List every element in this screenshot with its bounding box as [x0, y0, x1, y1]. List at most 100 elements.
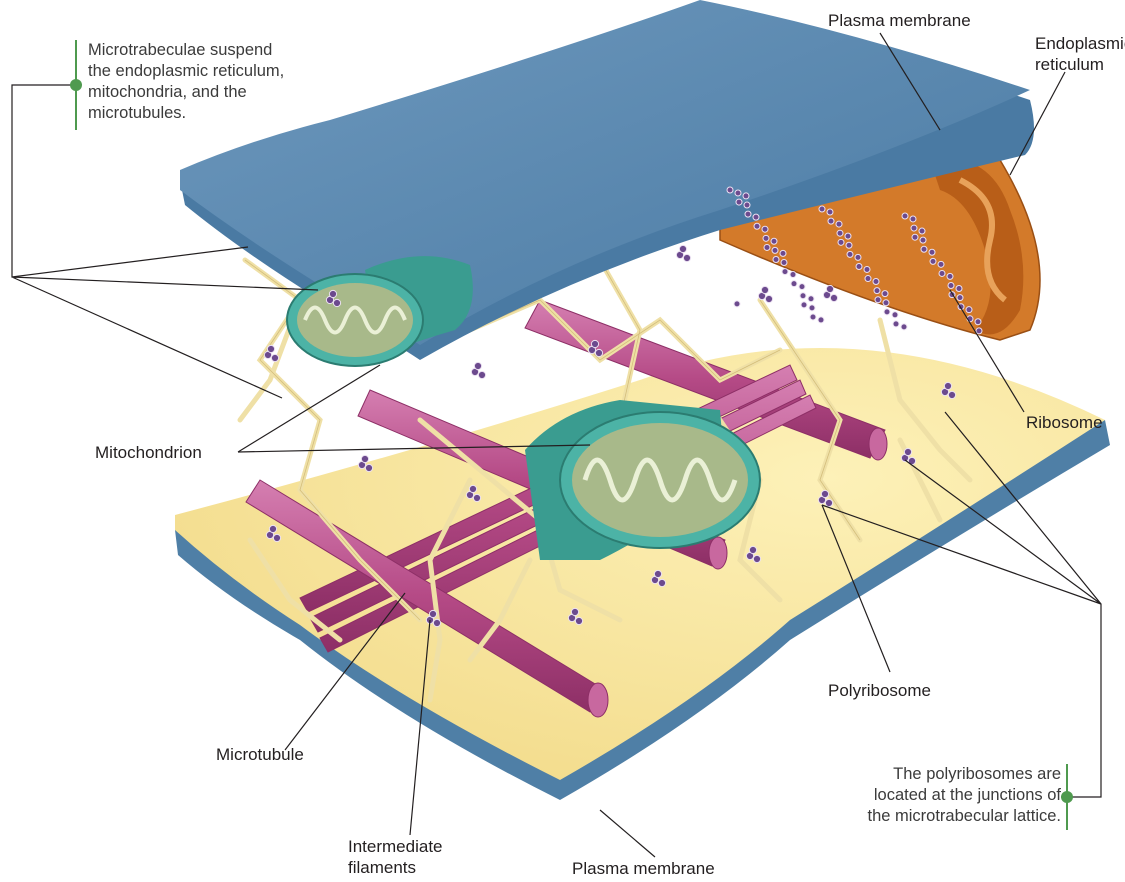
er-ribosome-dot — [800, 293, 806, 299]
er-ribosome-dot — [846, 242, 852, 248]
er-ribosome-dot — [837, 230, 843, 236]
er-ribosome-dot — [773, 257, 779, 263]
ribosome-dot — [830, 294, 837, 301]
er-ribosome-dot — [911, 225, 917, 231]
ribosome-dot — [429, 610, 436, 617]
er-ribosome-dot — [743, 193, 749, 199]
er-ribosome-dot — [874, 288, 880, 294]
er-ribosome-dot — [734, 301, 740, 307]
er-ribosome-dot — [875, 297, 881, 303]
ribosome-dot — [944, 382, 951, 389]
ribosome-dot — [473, 494, 480, 501]
er-ribosome-dot — [902, 213, 908, 219]
ribosome-dot — [825, 499, 832, 506]
er-ribosome-dot — [782, 269, 788, 275]
er-ribosome-dot — [864, 266, 870, 272]
ribosome-dot — [474, 362, 481, 369]
er-ribosome-dot — [929, 249, 935, 255]
label-line: filaments — [348, 857, 443, 878]
er-ribosome-dot — [966, 307, 972, 313]
er-ribosome-dot — [727, 187, 733, 193]
er-ribosome-dot — [976, 328, 982, 334]
label-plasma-membrane-top: Plasma membrane — [828, 10, 971, 31]
er-ribosome-dot — [884, 309, 890, 315]
er-ribosome-dot — [838, 239, 844, 245]
er-ribosome-dot — [938, 261, 944, 267]
er-ribosome-dot — [893, 321, 899, 327]
er-ribosome-dot — [847, 251, 853, 257]
er-ribosome-dot — [771, 238, 777, 244]
er-ribosome-dot — [754, 223, 760, 229]
er-ribosome-dot — [736, 199, 742, 205]
label-microtubule: Microtubule — [216, 744, 304, 765]
ribosome-dot — [269, 525, 276, 532]
label-line: reticulum — [1035, 54, 1125, 75]
er-ribosome-dot — [753, 214, 759, 220]
er-ribosome-dot — [780, 250, 786, 256]
ribosome-dot — [433, 619, 440, 626]
er-ribosome-dot — [762, 226, 768, 232]
ribosome-dot — [765, 295, 772, 302]
note-line: Microtrabeculae suspend — [88, 40, 284, 61]
er-ribosome-dot — [836, 221, 842, 227]
er-ribosome-dot — [892, 312, 898, 318]
label-intermediate-filaments: Intermediate filaments — [348, 836, 443, 878]
er-ribosome-dot — [948, 283, 954, 289]
ribosome-dot — [826, 285, 833, 292]
ribosome-dot — [658, 579, 665, 586]
note-line: The polyribosomes are — [868, 764, 1062, 785]
label-plasma-membrane-bottom: Plasma membrane — [572, 858, 715, 879]
ribosome-dot — [761, 286, 768, 293]
er-ribosome-dot — [745, 211, 751, 217]
er-ribosome-dot — [781, 259, 787, 265]
note-line: located at the junctions of — [868, 785, 1062, 806]
er-ribosome-dot — [818, 317, 824, 323]
er-ribosome-dot — [912, 234, 918, 240]
er-ribosome-dot — [882, 291, 888, 297]
ribosome-dot — [683, 254, 690, 261]
ribosome-dot — [478, 371, 485, 378]
er-ribosome-dot — [873, 279, 879, 285]
ribosome-dot — [591, 340, 598, 347]
leader-mitochondrion-a — [238, 365, 380, 452]
er-ribosome-dot — [975, 319, 981, 325]
ribosome-dot — [329, 290, 336, 297]
ribosome-dot — [571, 608, 578, 615]
ribosome-dot — [753, 555, 760, 562]
label-ribosome: Ribosome — [1026, 412, 1103, 433]
er-ribosome-dot — [801, 302, 807, 308]
er-ribosome-dot — [810, 314, 816, 320]
er-ribosome-dot — [856, 263, 862, 269]
er-ribosome-dot — [919, 228, 925, 234]
note-polyribosomes: The polyribosomes are located at the jun… — [868, 764, 1062, 827]
er-ribosome-dot — [855, 254, 861, 260]
er-ribosome-dot — [865, 276, 871, 282]
er-ribosome-dot — [764, 244, 770, 250]
er-ribosome-dot — [921, 246, 927, 252]
er-ribosome-dot — [845, 233, 851, 239]
label-mitochondrion: Mitochondrion — [95, 442, 202, 463]
er-ribosome-dot — [808, 296, 814, 302]
ribosome-dot — [273, 534, 280, 541]
er-ribosome-dot — [947, 273, 953, 279]
ribosome-dot — [948, 391, 955, 398]
er-ribosome-dot — [901, 324, 907, 330]
er-ribosome-dot — [828, 218, 834, 224]
er-ribosome-dot — [939, 270, 945, 276]
er-ribosome-dot — [883, 300, 889, 306]
er-ribosome-dot — [790, 272, 796, 278]
ribosome-dot — [365, 464, 372, 471]
er-ribosome-dot — [930, 258, 936, 264]
ribosome-dot — [654, 570, 661, 577]
label-endoplasmic-reticulum: Endoplasmic reticulum — [1035, 33, 1125, 75]
note-microtrabeculae: Microtrabeculae suspend the endoplasmic … — [88, 40, 284, 124]
er-ribosome-dot — [827, 209, 833, 215]
ribosome-dot — [469, 485, 476, 492]
er-ribosome-dot — [791, 281, 797, 287]
note-line: microtubules. — [88, 103, 284, 124]
note-line: the endoplasmic reticulum, — [88, 61, 284, 82]
er-ribosome-dot — [920, 237, 926, 243]
ribosome-dot — [271, 354, 278, 361]
ribosome-dot — [361, 455, 368, 462]
